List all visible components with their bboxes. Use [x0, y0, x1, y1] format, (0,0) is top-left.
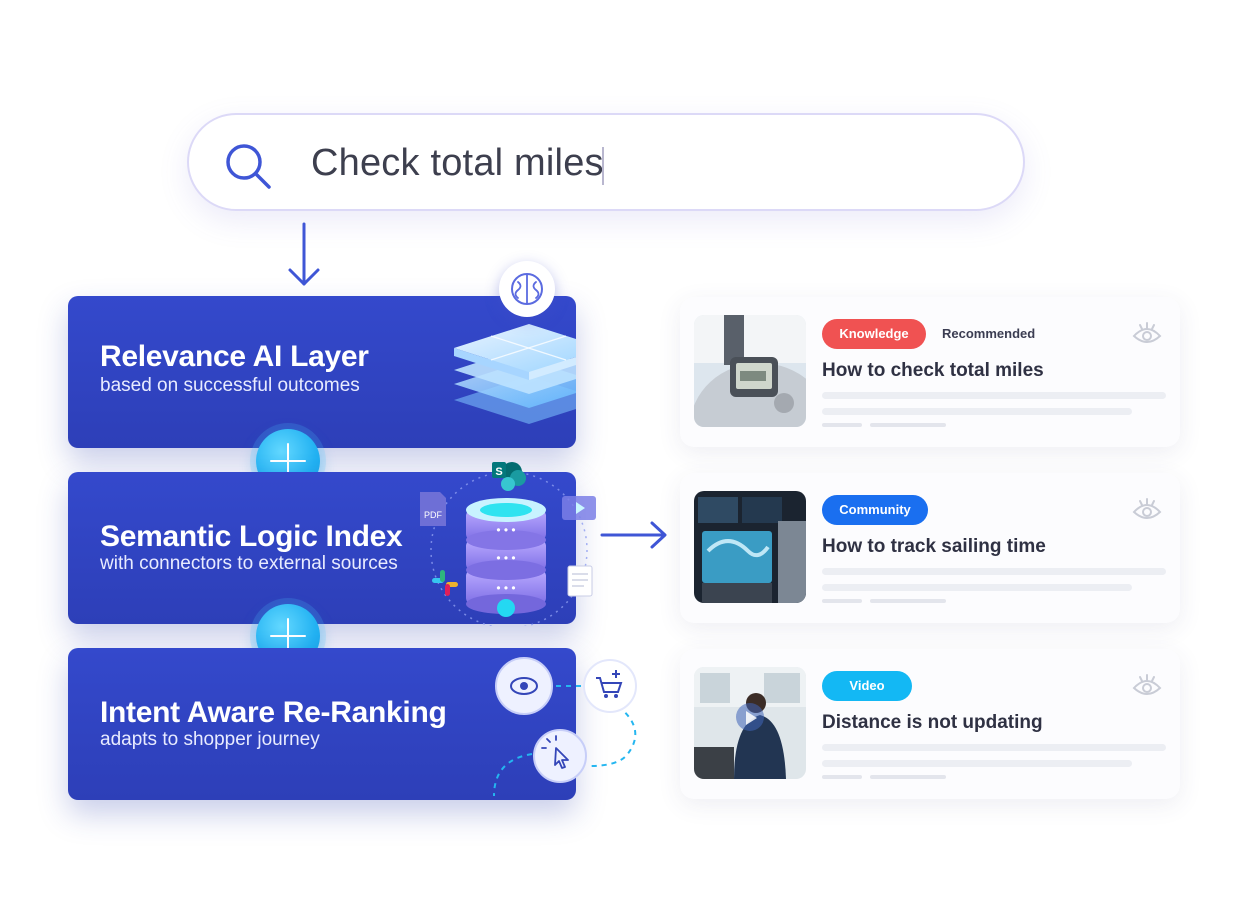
text-placeholder [822, 392, 1166, 399]
video-badge: Video [822, 671, 912, 701]
eye-icon[interactable] [1132, 497, 1162, 523]
text-placeholder [822, 599, 862, 603]
knowledge-badge: Knowledge [822, 319, 926, 349]
result-title[interactable]: Distance is not updating [822, 712, 1043, 733]
text-placeholder [870, 599, 946, 603]
text-placeholder [822, 584, 1132, 591]
result-card[interactable]: Community How to track sailing time [680, 473, 1180, 623]
result-title[interactable]: How to track sailing time [822, 536, 1046, 557]
panel-title: Intent Aware Re-Ranking [100, 696, 447, 729]
text-caret [602, 147, 604, 185]
down-arrow-icon [288, 222, 320, 286]
text-placeholder [822, 408, 1132, 415]
svg-text:S: S [495, 466, 502, 478]
svg-text:• • •: • • • [496, 551, 515, 565]
result-thumbnail [694, 491, 806, 603]
panel-subtitle: adapts to shopper journey [100, 729, 320, 750]
result-card[interactable]: Knowledge Recommended How to check total… [680, 297, 1180, 447]
result-card[interactable]: Video Distance is not updating [680, 649, 1180, 799]
panel-subtitle: with connectors to external sources [100, 553, 398, 574]
result-title[interactable]: How to check total miles [822, 360, 1044, 381]
right-arrow-icon [600, 521, 667, 549]
relevance-ai-layer-panel: Relevance AI Layer based on successful o… [68, 296, 576, 448]
panel-title: Relevance AI Layer [100, 340, 369, 373]
intent-aware-reranking-panel: Intent Aware Re-Ranking adapts to shoppe… [68, 648, 576, 800]
database-connectors-illustration: • • • • • • • • • PDF S [420, 462, 596, 626]
brain-icon [499, 261, 555, 317]
text-placeholder [822, 775, 862, 779]
text-placeholder [870, 423, 946, 427]
search-icon[interactable] [223, 141, 273, 191]
result-thumbnail [694, 315, 806, 427]
shopper-journey-illustration [493, 657, 637, 797]
recommended-label: Recommended [942, 326, 1036, 341]
result-thumbnail [694, 667, 806, 779]
community-badge: Community [822, 495, 928, 525]
search-bar[interactable]: Check total miles [187, 113, 1025, 211]
text-placeholder [822, 744, 1166, 751]
svg-text:• • •: • • • [496, 581, 515, 595]
stacked-layers-icon [454, 324, 576, 424]
eye-icon[interactable] [1132, 673, 1162, 699]
text-placeholder [822, 568, 1166, 575]
text-placeholder [822, 423, 862, 427]
text-placeholder [822, 760, 1132, 767]
svg-text:• • •: • • • [496, 523, 515, 537]
svg-text:PDF: PDF [424, 510, 443, 520]
panel-subtitle: based on successful outcomes [100, 375, 360, 396]
eye-icon[interactable] [1132, 321, 1162, 347]
text-placeholder [870, 775, 946, 779]
panel-title: Semantic Logic Index [100, 520, 403, 553]
search-input[interactable]: Check total miles [311, 142, 604, 184]
